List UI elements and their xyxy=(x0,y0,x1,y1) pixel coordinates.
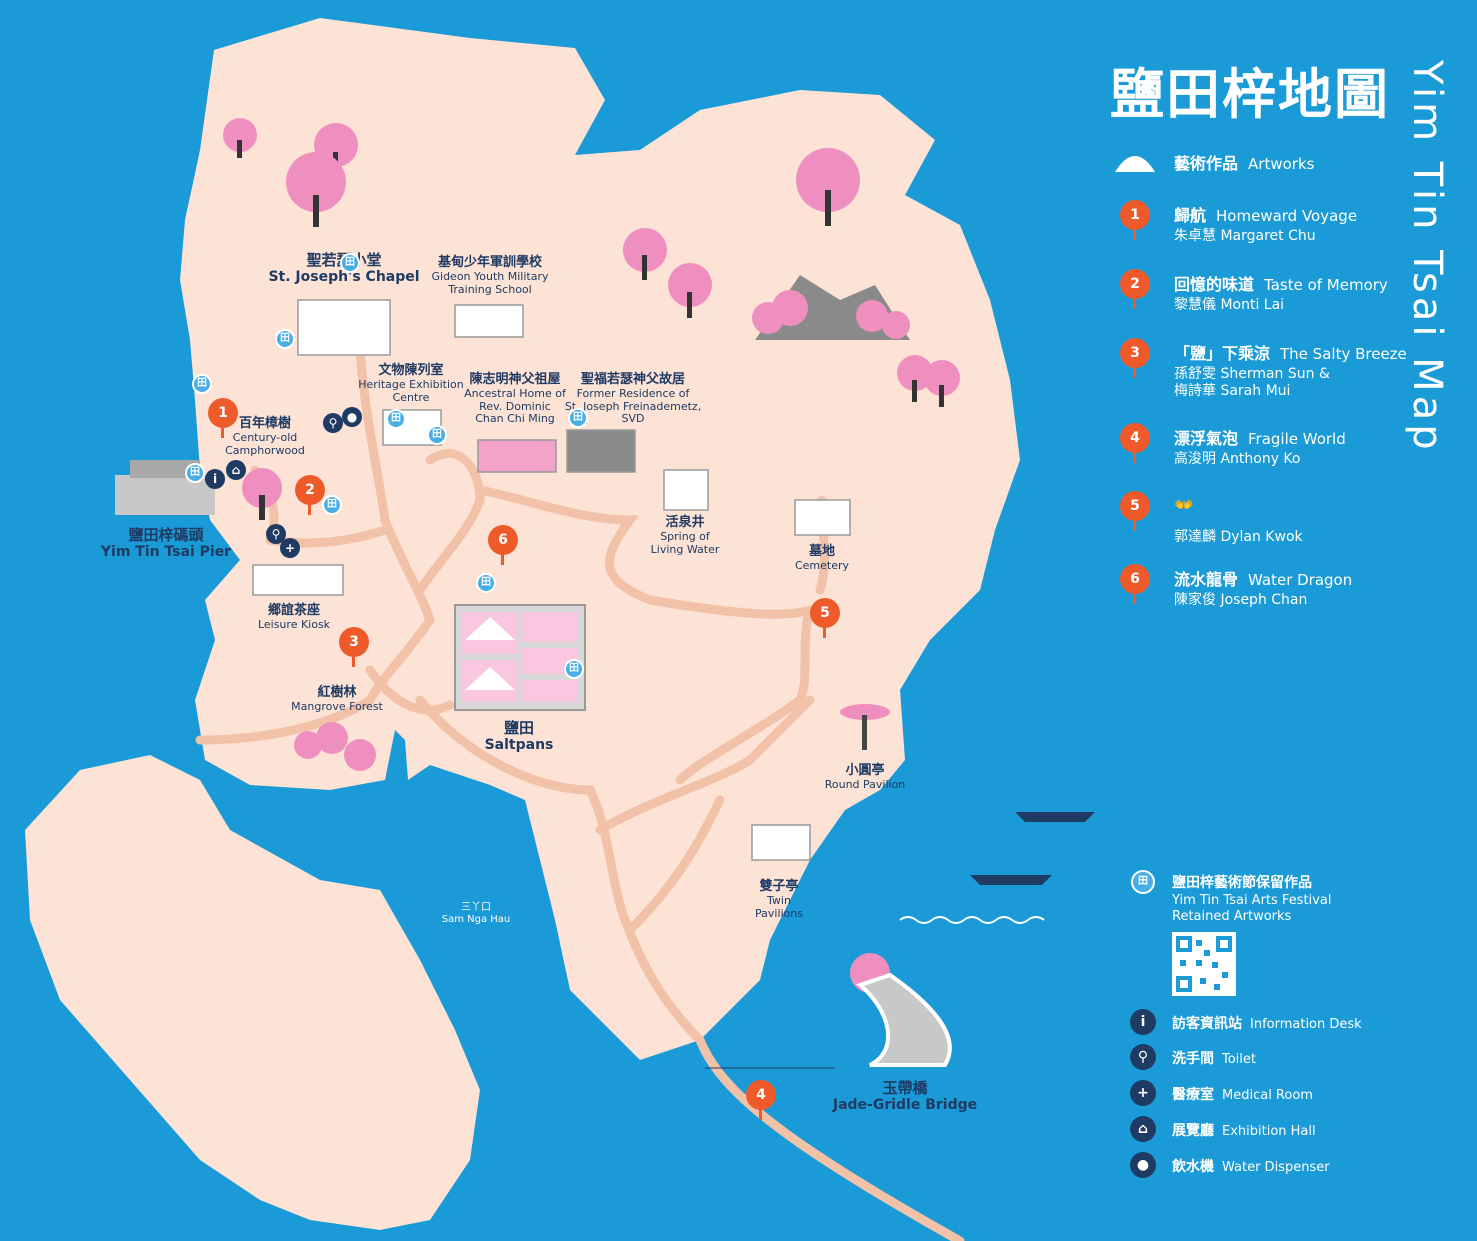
trees xyxy=(223,118,960,993)
label-round-pavilion: 小圓亭 Round Pavilion xyxy=(824,763,906,791)
label-camphorwood: 百年樟樹 Century-old Camphorwood xyxy=(225,416,305,457)
map-title-zh: 鹽田梓地圖 xyxy=(1110,63,1390,126)
festival-artwork-legend-icon: 田 xyxy=(1131,870,1155,894)
medical-icon[interactable]: + xyxy=(280,538,300,558)
toilet-icon: ⚲ xyxy=(1130,1044,1156,1070)
label-heritage-centre: 文物陳列室 Heritage Exhibition Centre xyxy=(358,363,464,404)
festival-artwork-icon[interactable]: 田 xyxy=(564,659,584,679)
festival-artwork-icon[interactable]: 田 xyxy=(192,374,212,394)
map-pin-2[interactable]: 2 xyxy=(295,475,325,515)
exhibition-hall-icon: ⌂ xyxy=(1130,1116,1156,1142)
toilet-icon[interactable]: ⚲ xyxy=(266,524,286,544)
round-pavilion-roof xyxy=(840,704,890,720)
label-well: 活泉井 Spring of Living Water xyxy=(650,515,720,556)
label-ancestral-home: 陳志明神父祖屋 Ancestral Home of Rev. Dominic C… xyxy=(464,372,566,426)
main-island xyxy=(180,18,1020,1060)
festival-artwork-icon[interactable]: 田 xyxy=(185,463,205,483)
info-icon: i xyxy=(1130,1009,1156,1035)
label-cemetery: 墓地 Cemetery xyxy=(794,544,850,572)
exhibition-hall-icon[interactable]: ⌂ xyxy=(226,460,246,480)
boat-2 xyxy=(970,875,1052,885)
festival-artwork-icon[interactable]: 田 xyxy=(322,495,342,515)
festival-artwork-icon[interactable]: 田 xyxy=(568,408,588,428)
map-pin-6[interactable]: 6 xyxy=(488,525,518,565)
medical-icon: + xyxy=(1130,1080,1156,1106)
festival-artwork-icon[interactable]: 田 xyxy=(386,409,406,429)
map-pin-5[interactable]: 5 xyxy=(810,598,840,638)
toilet-icon[interactable]: ⚲ xyxy=(323,413,343,433)
label-mangrove: 紅樹林 Mangrove Forest xyxy=(291,685,383,713)
water-dispenser-icon: ● xyxy=(1130,1152,1156,1178)
boat-1 xyxy=(1015,812,1095,822)
southwest-island xyxy=(25,755,480,1230)
water-dispenser-icon[interactable]: ● xyxy=(342,407,362,427)
festival-artwork-icon[interactable]: 田 xyxy=(476,573,496,593)
label-leisure-kiosk: 鄉誼茶座 Leisure Kiosk xyxy=(257,603,331,631)
hands-icon: 👐 xyxy=(1174,495,1194,514)
festival-artwork-icon[interactable]: 田 xyxy=(340,253,360,273)
artworks-legend-icon xyxy=(1115,156,1155,172)
map-pin-4[interactable]: 4 xyxy=(746,1080,776,1120)
jade-bridge xyxy=(855,972,952,1067)
waves xyxy=(899,916,1045,924)
label-freinademetz-residence: 聖福若瑟神父故居 Former Residence of St. Joseph … xyxy=(564,372,702,426)
label-gideon: 基甸少年軍訓學校 Gideon Youth Military Training … xyxy=(431,255,549,296)
label-pier: 鹽田梓碼頭 Yim Tin Tsai Pier xyxy=(100,526,232,561)
label-saltpans: 鹽田 Saltpans xyxy=(484,719,554,754)
label-sam-nga-hau: 三丫口 Sam Nga Hau xyxy=(441,902,511,925)
map-title-en: Yim Tin Tsai Map xyxy=(1404,60,1450,454)
map-pin-3[interactable]: 3 xyxy=(339,627,369,667)
label-jade-bridge: 玉帶橋 Jade-Gridle Bridge xyxy=(832,1079,978,1114)
label-twin-pavilions: 雙子亭 Twin Pavilions xyxy=(755,879,803,920)
legend-festival: 鹽田梓藝術節保留作品 Yim Tin Tsai Arts Festival Re… xyxy=(1172,875,1332,924)
info-icon[interactable]: i xyxy=(205,469,225,489)
map-pin-1[interactable]: 1 xyxy=(208,398,238,438)
festival-artwork-icon[interactable]: 田 xyxy=(427,425,447,445)
festival-artwork-icon[interactable]: 田 xyxy=(275,329,295,349)
